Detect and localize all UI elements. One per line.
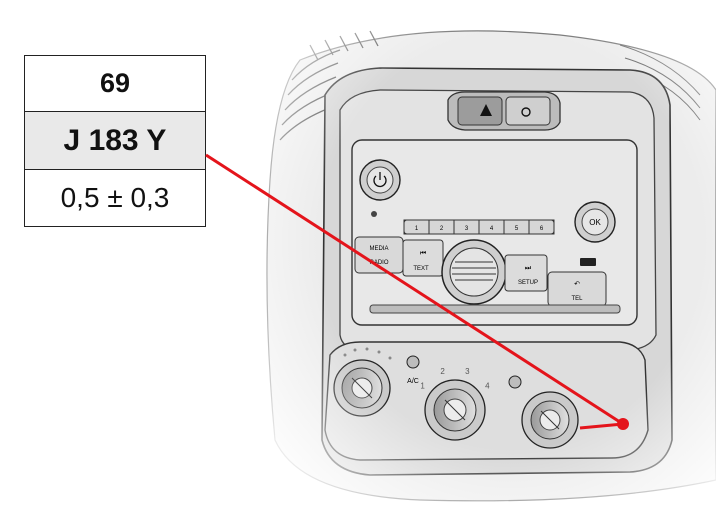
back-icon: ↶ — [574, 280, 580, 288]
hazard-button[interactable] — [457, 96, 503, 126]
reference-number: 69 — [25, 56, 205, 112]
air-distribution-knob[interactable] — [521, 391, 579, 449]
temperature-knob[interactable] — [333, 359, 391, 417]
climate-control-panel: 1 2 3 4 A/C — [324, 341, 649, 461]
aux-jack[interactable] — [371, 211, 377, 217]
media-label: MEDIA — [369, 246, 388, 252]
tolerance-value: 0,5 ± 0,3 — [60, 182, 170, 213]
ac-button[interactable] — [406, 355, 420, 369]
recirculation-button[interactable] — [508, 375, 522, 389]
setup-label: SETUP — [518, 280, 538, 286]
tel-label: TEL — [571, 296, 583, 302]
reference-label-box: 69 J 183 Y 0,5 ± 0,3 — [24, 55, 206, 227]
fan-speed-mark: 2 — [440, 367, 445, 376]
hazard-switch-pod[interactable] — [447, 91, 561, 131]
next-track-icon: ⏭ — [525, 264, 532, 272]
fan-speed-mark: 1 — [420, 381, 425, 390]
lock-button[interactable] — [505, 96, 551, 126]
cd-slot — [369, 304, 621, 314]
text-label: TEXT — [413, 266, 429, 272]
fan-speed-mark: 3 — [465, 367, 470, 376]
usb-port[interactable] — [580, 258, 596, 266]
fan-speed-knob[interactable] — [424, 379, 486, 441]
prev-track-icon: ⏮ — [420, 249, 426, 257]
fan-speed-mark: 4 — [485, 381, 490, 390]
leader-line — [205, 153, 629, 430]
ac-label: A/C — [407, 378, 419, 385]
part-code: J 183 Y — [25, 112, 205, 170]
ok-label: OK — [589, 218, 601, 227]
leader-endpoint-dot — [617, 418, 629, 430]
